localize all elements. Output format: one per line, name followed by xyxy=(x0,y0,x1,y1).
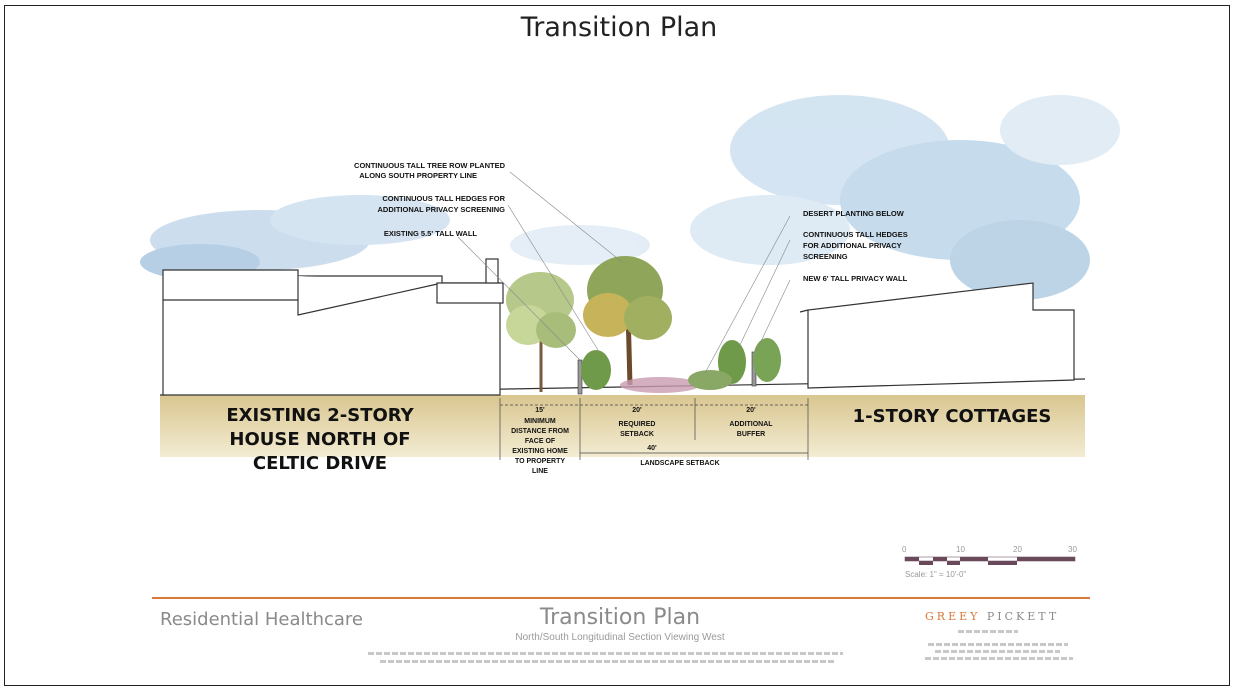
slide-title: Transition Plan xyxy=(520,12,718,43)
callout-leaders xyxy=(457,171,791,374)
dim-additional-value: 20' xyxy=(746,407,756,414)
scale-label: Scale: 1" = 10'-0" xyxy=(905,570,967,579)
footer-project-name: Residential Healthcare xyxy=(160,609,363,630)
scale-tick-0: 0 xyxy=(902,545,907,554)
dim-required-text-1: REQUIRED xyxy=(619,421,656,428)
hedges xyxy=(581,338,781,393)
dim-15-text-6: LINE xyxy=(532,468,548,475)
brand-greey: GREEY xyxy=(925,610,981,623)
dim-15-text-5: TO PROPERTY xyxy=(515,458,565,465)
callout-desert-planting: DESERT PLANTING BELOW xyxy=(803,209,905,218)
footer-fine-print-2 xyxy=(380,660,835,663)
scale-tick-10: 10 xyxy=(956,545,965,554)
dim-total-text: LANDSCAPE SETBACK xyxy=(640,460,719,467)
dim-15-value: 15' xyxy=(535,407,545,414)
dim-15-text-2: DISTANCE FROM xyxy=(511,428,569,435)
existing-house-outline xyxy=(162,258,504,396)
left-building-line-2: HOUSE NORTH OF xyxy=(229,429,410,450)
trees xyxy=(506,256,672,392)
callout-right-hedges-3: SCREENING xyxy=(803,252,848,261)
callout-hedges-2: ADDITIONAL PRIVACY SCREENING xyxy=(377,205,505,214)
dim-required-text-2: SETBACK xyxy=(620,431,654,438)
callout-right-hedges-2: FOR ADDITIONAL PRIVACY xyxy=(803,241,902,250)
dim-total-value: 40' xyxy=(647,445,657,452)
right-building-label: 1-STORY COTTAGES xyxy=(853,406,1052,427)
cottage-outline xyxy=(799,282,1075,389)
footer-fine-print-1 xyxy=(368,652,843,655)
callout-right-hedges-1: CONTINUOUS TALL HEDGES xyxy=(803,230,908,239)
left-building-line-1: EXISTING 2-STORY xyxy=(226,405,414,426)
callout-tree-row-2: ALONG SOUTH PROPERTY LINE xyxy=(359,171,477,180)
brand-pickett: PICKETT xyxy=(986,610,1060,623)
brand-fine-print-1 xyxy=(928,643,1068,646)
brand-logo: GREEY PICKETT xyxy=(925,610,1059,623)
dim-additional-text-2: BUFFER xyxy=(737,431,765,438)
brand-fine-print-2 xyxy=(935,650,1060,653)
left-building-line-3: CELTIC DRIVE xyxy=(253,453,387,474)
dim-15-text-1: MINIMUM xyxy=(524,418,556,425)
dim-required-value: 20' xyxy=(632,407,642,414)
callout-tree-row-1: CONTINUOUS TALL TREE ROW PLANTED xyxy=(354,161,506,170)
brand-fine-print-3 xyxy=(925,657,1073,660)
existing-wall xyxy=(577,359,583,395)
callout-new-wall: NEW 6' TALL PRIVACY WALL xyxy=(803,274,908,283)
scale-tick-20: 20 xyxy=(1013,545,1022,554)
scale-bar xyxy=(904,556,1076,565)
scale-tick-30: 30 xyxy=(1068,545,1077,554)
dim-15-text-4: EXISTING HOME xyxy=(512,448,568,455)
dim-additional-text-1: ADDITIONAL xyxy=(729,421,773,428)
sky-clouds xyxy=(140,95,1120,300)
callout-existing-wall: EXISTING 5.5' TALL WALL xyxy=(384,229,478,238)
footer-title: Transition Plan xyxy=(539,605,701,630)
dimension-lines xyxy=(499,398,809,460)
brand-date-line xyxy=(958,630,1018,633)
footer-subtitle: North/South Longitudinal Section Viewing… xyxy=(515,632,725,643)
dim-15-text-3: FACE OF xyxy=(525,438,556,445)
callout-hedges-1: CONTINUOUS TALL HEDGES FOR xyxy=(382,194,505,203)
